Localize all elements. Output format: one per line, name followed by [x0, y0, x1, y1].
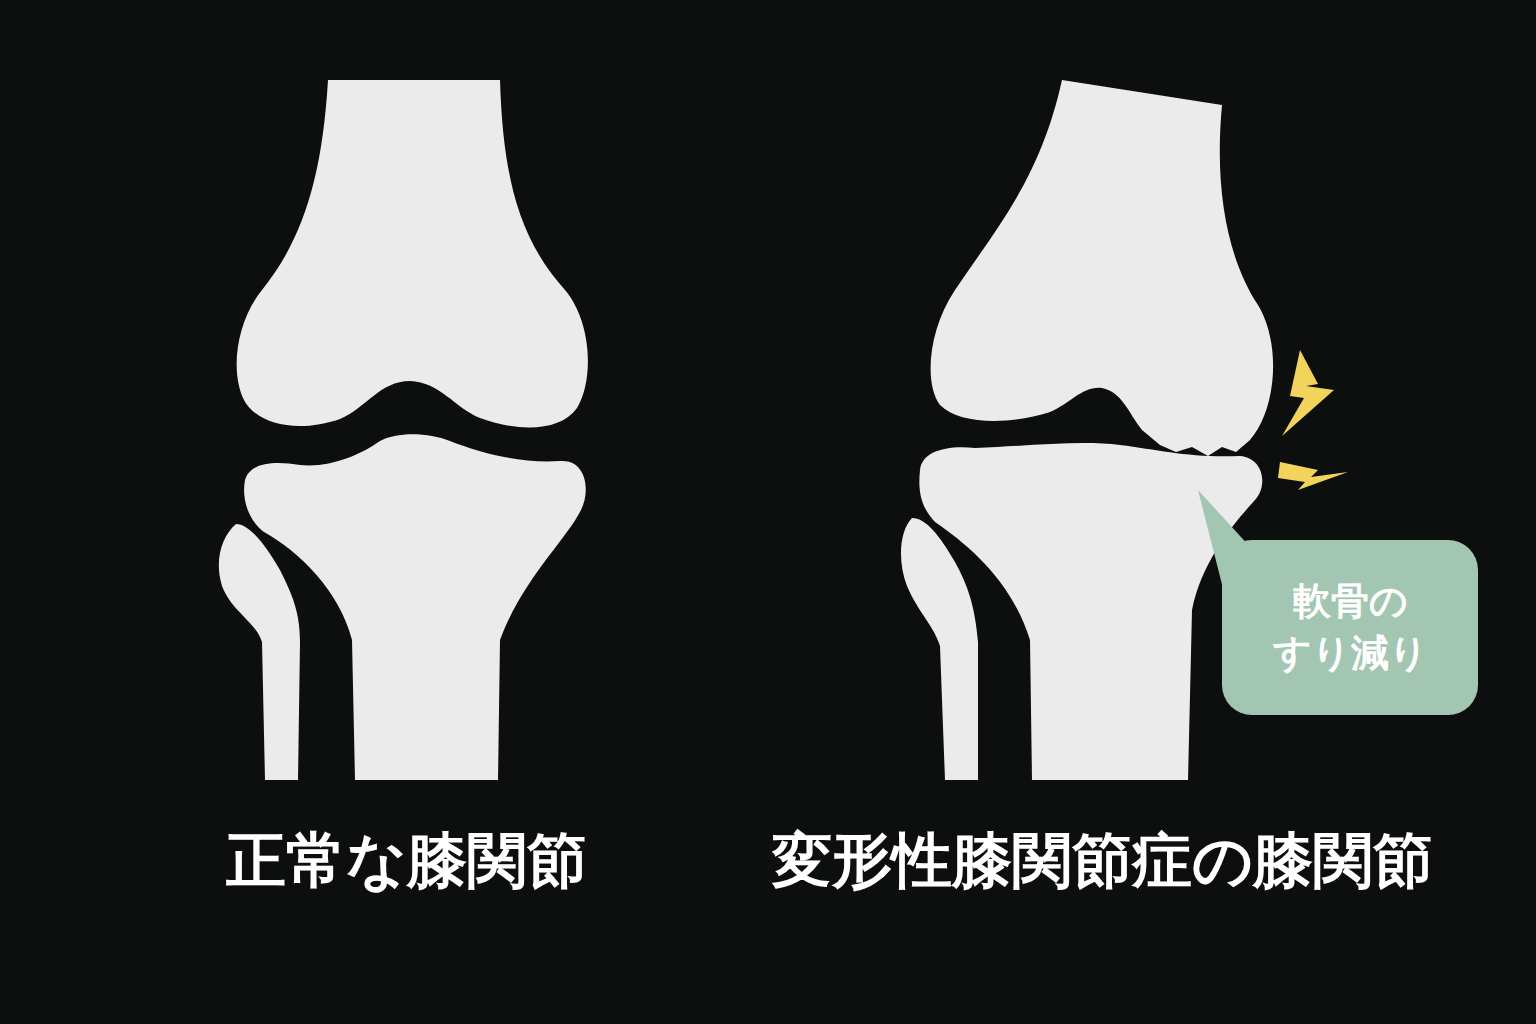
pain-bolt [1278, 462, 1348, 490]
pain-bolt [1282, 350, 1334, 436]
callout-text: 軟骨の すり減り [1255, 576, 1445, 679]
femur [931, 80, 1274, 456]
caption: 変形性膝関節症の膝関節 [772, 824, 1433, 896]
fibula [219, 524, 300, 780]
caption: 正常な膝関節 [226, 824, 587, 896]
femur [237, 80, 588, 427]
fibula [901, 518, 978, 780]
speech-bubble: 軟骨の すり減り [1222, 540, 1478, 715]
